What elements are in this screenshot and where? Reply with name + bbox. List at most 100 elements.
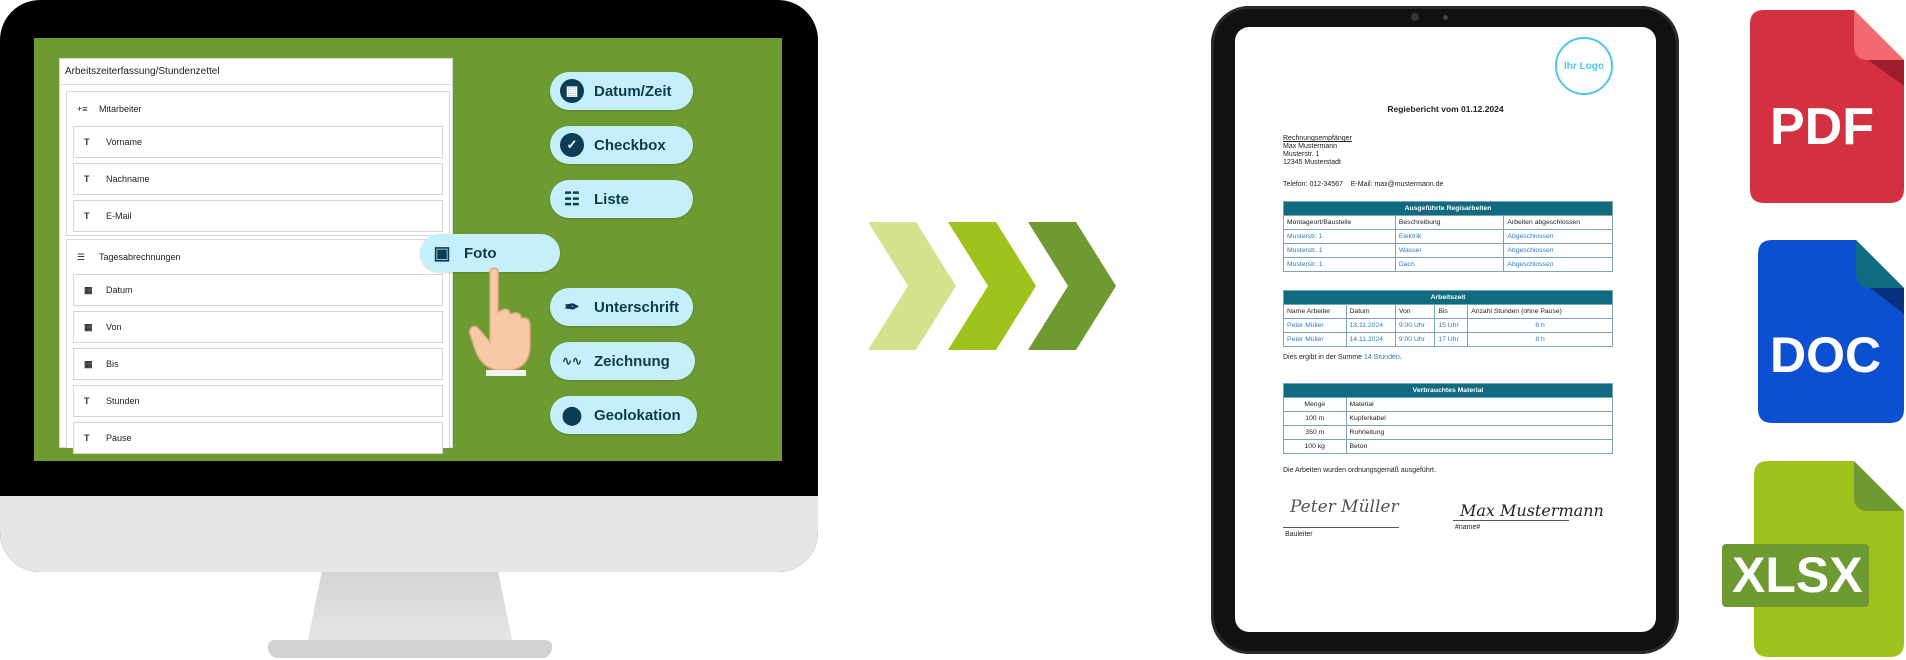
xlsx-label-band <box>1722 544 1869 607</box>
field-pause[interactable]: T Pause <box>73 422 443 454</box>
signature-line <box>1453 520 1569 521</box>
calendar-clock-icon: ▦ <box>560 79 584 103</box>
table-cell: Musterstr. 1 <box>1283 229 1396 244</box>
table-header: Beschreibung <box>1394 215 1505 230</box>
element-unterschrift[interactable]: ✒ Unterschrift <box>550 288 693 326</box>
table-cell: 6 h <box>1467 318 1613 333</box>
checklist-icon: ☷ <box>563 188 581 209</box>
tablet-camera <box>1411 13 1419 21</box>
table-header: Menge <box>1283 397 1347 412</box>
field-label: Pause <box>106 433 132 443</box>
table-cell: Rohrleitung <box>1345 425 1613 440</box>
drawing-icon: ∿∿ <box>561 354 583 368</box>
pdf-file-icon <box>1750 10 1904 203</box>
table-header: Datum <box>1345 304 1396 319</box>
table-cell: 13.11.2024 <box>1345 318 1396 333</box>
table-header: Montageort/Baustelle <box>1283 215 1396 230</box>
table-header: Anzahl Stunden (ohne Pause) <box>1467 304 1613 319</box>
calendar-icon: ▦ <box>84 321 93 332</box>
text-icon: T <box>84 433 90 443</box>
recipient-city: 12345 Musterstadt <box>1283 159 1341 166</box>
table-row: Musterstr. 1 Elektrik Abgeschlossen <box>1283 229 1613 244</box>
field-label: Nachname <box>106 174 150 184</box>
section-label: Tagesabrechnungen <box>99 252 181 262</box>
signature-line <box>1283 527 1399 528</box>
pill-label: Liste <box>594 190 630 208</box>
pdf-label: PDF <box>1770 98 1874 156</box>
material-table: Verbrauchtes Material Menge Material 100… <box>1283 383 1613 454</box>
table-row: Peter Müller 13.11.2024 9:00 Uhr 15 Uhr … <box>1283 318 1613 333</box>
element-datum-zeit[interactable]: ▦ Datum/Zeit <box>550 72 693 110</box>
report-document: Ihr Logo Regiebericht vom 01.12.2024 Rec… <box>1235 27 1656 632</box>
doc-file-icon <box>1758 240 1904 423</box>
table-cell: Peter Müller <box>1283 332 1347 347</box>
pill-label: Foto <box>464 244 497 262</box>
time-table: Arbeitszeit Name Arbeiter Datum Von Bis … <box>1283 290 1613 347</box>
element-liste[interactable]: ☷ Liste <box>550 180 693 218</box>
location-pin-icon: ⬤ <box>561 404 583 425</box>
recipient-block: Rechnungsempfänger Max Mustermann Muster… <box>1283 135 1352 167</box>
field-nachname[interactable]: T Nachname <box>73 163 443 195</box>
table-cell: Elektrik <box>1394 229 1505 244</box>
table-cell: Dach <box>1394 257 1505 272</box>
monitor-screen: Arbeitszeiterfassung/Stundenzettel +≡ Mi… <box>34 38 782 461</box>
field-label: Datum <box>106 285 133 295</box>
sum-value: 14 Stunden <box>1363 354 1400 361</box>
element-zeichnung[interactable]: ∿∿ Zeichnung <box>550 342 695 380</box>
image-icon: ▣ <box>433 242 451 263</box>
field-von[interactable]: ▦ Von <box>73 311 443 343</box>
monitor-chin <box>0 496 818 572</box>
pill-label: Checkbox <box>594 136 666 154</box>
recipient-street: Musterstr. 1 <box>1283 151 1320 158</box>
table-cell: Abgeschlossen <box>1503 257 1613 272</box>
table-row: Peter Müller 14.11.2024 9:00 Uhr 17 Uhr … <box>1283 332 1613 347</box>
table-cell: 350 m <box>1283 425 1347 440</box>
table-cell: Beton <box>1345 439 1613 454</box>
report-title: Regiebericht vom 01.12.2024 <box>1387 104 1504 114</box>
table-row: Musterstr. 1 Wasser Abgeschlossen <box>1283 243 1613 258</box>
element-geolokation[interactable]: ⬤ Geolokation <box>550 396 697 434</box>
signature-customer: Max Mustermann <box>1460 501 1604 520</box>
field-label: Stunden <box>106 396 140 406</box>
table-header: Von <box>1394 304 1436 319</box>
section-header[interactable]: ☰ Tagesabrechnungen <box>67 240 449 274</box>
recipient-name: Max Mustermann <box>1283 143 1338 150</box>
sum-line: Dies ergibt in der Summe 14 Stunden. <box>1283 354 1402 361</box>
table-row: 100 kg Beton <box>1283 439 1613 454</box>
element-foto[interactable]: ▣ Foto <box>420 234 560 272</box>
field-label: E-Mail <box>106 211 132 221</box>
list-icon: ☰ <box>77 251 86 262</box>
doc-label: DOC <box>1770 327 1882 383</box>
section-header[interactable]: +≡ Mitarbeiter <box>67 92 449 126</box>
table-caption: Verbrauchtes Material <box>1283 383 1613 398</box>
table-header-row: Name Arbeiter Datum Von Bis Anzahl Stund… <box>1283 304 1613 319</box>
text-icon: T <box>84 174 90 184</box>
calendar-icon: ▦ <box>84 358 93 369</box>
field-label: Von <box>106 322 122 332</box>
field-datum[interactable]: ▦Datum <box>73 274 443 306</box>
table-cell: Musterstr. 1 <box>1283 257 1396 272</box>
table-cell: 9:00 Uhr <box>1394 332 1436 347</box>
signature-label: Bauleiter <box>1285 531 1313 538</box>
table-cell: 17 Uhr <box>1434 332 1469 347</box>
element-checkbox[interactable]: ✓ Checkbox <box>550 126 693 164</box>
table-header: Arbeiten abgeschlossen <box>1503 215 1613 230</box>
checkmark-icon: ✓ <box>560 133 584 157</box>
sum-suffix: . <box>1399 354 1402 361</box>
field-bis[interactable]: ▦Bis <box>73 348 443 380</box>
table-header-row: Montageort/Baustelle Beschreibung Arbeit… <box>1283 215 1613 230</box>
table-cell: 14.11.2024 <box>1345 332 1396 347</box>
table-cell: 8 h <box>1467 332 1613 347</box>
table-cell: Wasser <box>1394 243 1505 258</box>
table-row: Musterstr. 1 Dach Abgeschlossen <box>1283 257 1613 272</box>
sum-prefix: Dies ergibt in der Summe <box>1283 354 1362 361</box>
table-header: Name Arbeiter <box>1283 304 1347 319</box>
text-icon: T <box>84 137 90 147</box>
table-header: Material <box>1345 397 1613 412</box>
table-cell: 100 kg <box>1283 439 1347 454</box>
